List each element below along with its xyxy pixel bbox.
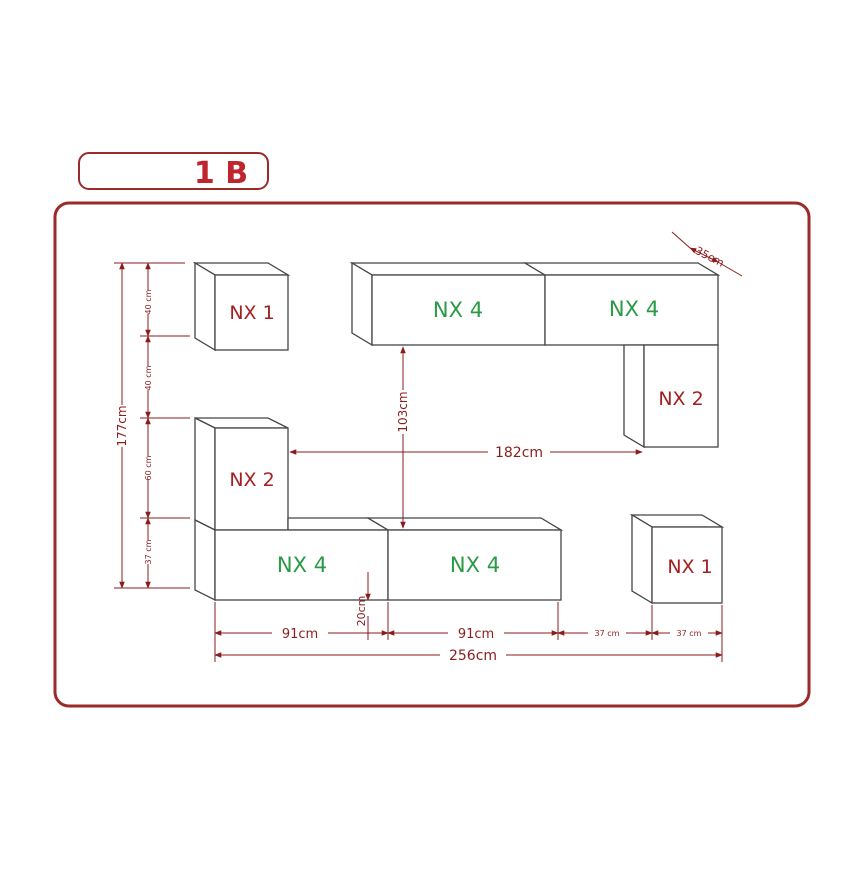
cabinet-nx1-top <box>192 261 291 352</box>
label-nx2-right: NX 2 <box>658 388 703 410</box>
dim-h1: 40 cm <box>144 289 153 314</box>
cabinet-nx2-right <box>623 344 719 449</box>
dim-gap-vertical: 103cm <box>396 391 410 432</box>
dim-w3: 37 cm <box>595 629 620 638</box>
dim-span-horizontal: 182cm <box>495 445 543 461</box>
label-nx1-bottom: NX 1 <box>667 556 712 578</box>
dim-h2: 40 cm <box>144 365 153 390</box>
dim-w1: 91cm <box>282 627 318 642</box>
cabinet-nx4-bottom-left <box>194 517 391 602</box>
cabinet-nx1-bottom <box>629 513 725 605</box>
label-nx4-bottom-left: NX 4 <box>277 553 327 577</box>
cabinet-nx2-left <box>194 416 289 532</box>
header-label: 1 B <box>194 156 248 191</box>
label-nx4-top-right: NX 4 <box>609 297 659 321</box>
cabinets <box>192 261 725 605</box>
dimension-lines <box>114 231 743 662</box>
header-badge <box>78 152 269 190</box>
dim-total-width: 256cm <box>449 648 497 664</box>
dim-floor-gap: 20cm <box>355 596 368 627</box>
dim-w4: 37 cm <box>677 629 702 638</box>
dim-h3: 60 cm <box>144 455 153 480</box>
label-nx2-left: NX 2 <box>229 469 274 491</box>
dim-h4: 37 cm <box>144 539 153 564</box>
dim-total-height: 177cm <box>115 405 129 446</box>
label-nx4-top-left: NX 4 <box>433 298 483 322</box>
cabinet-nx4-bottom-right <box>365 517 564 601</box>
label-nx1-top: NX 1 <box>229 302 274 324</box>
cabinet-nx4-top-right <box>522 262 721 346</box>
dimension-label-masks <box>113 290 708 664</box>
dim-w2: 91cm <box>458 627 494 642</box>
label-nx4-bottom-right: NX 4 <box>450 553 500 577</box>
